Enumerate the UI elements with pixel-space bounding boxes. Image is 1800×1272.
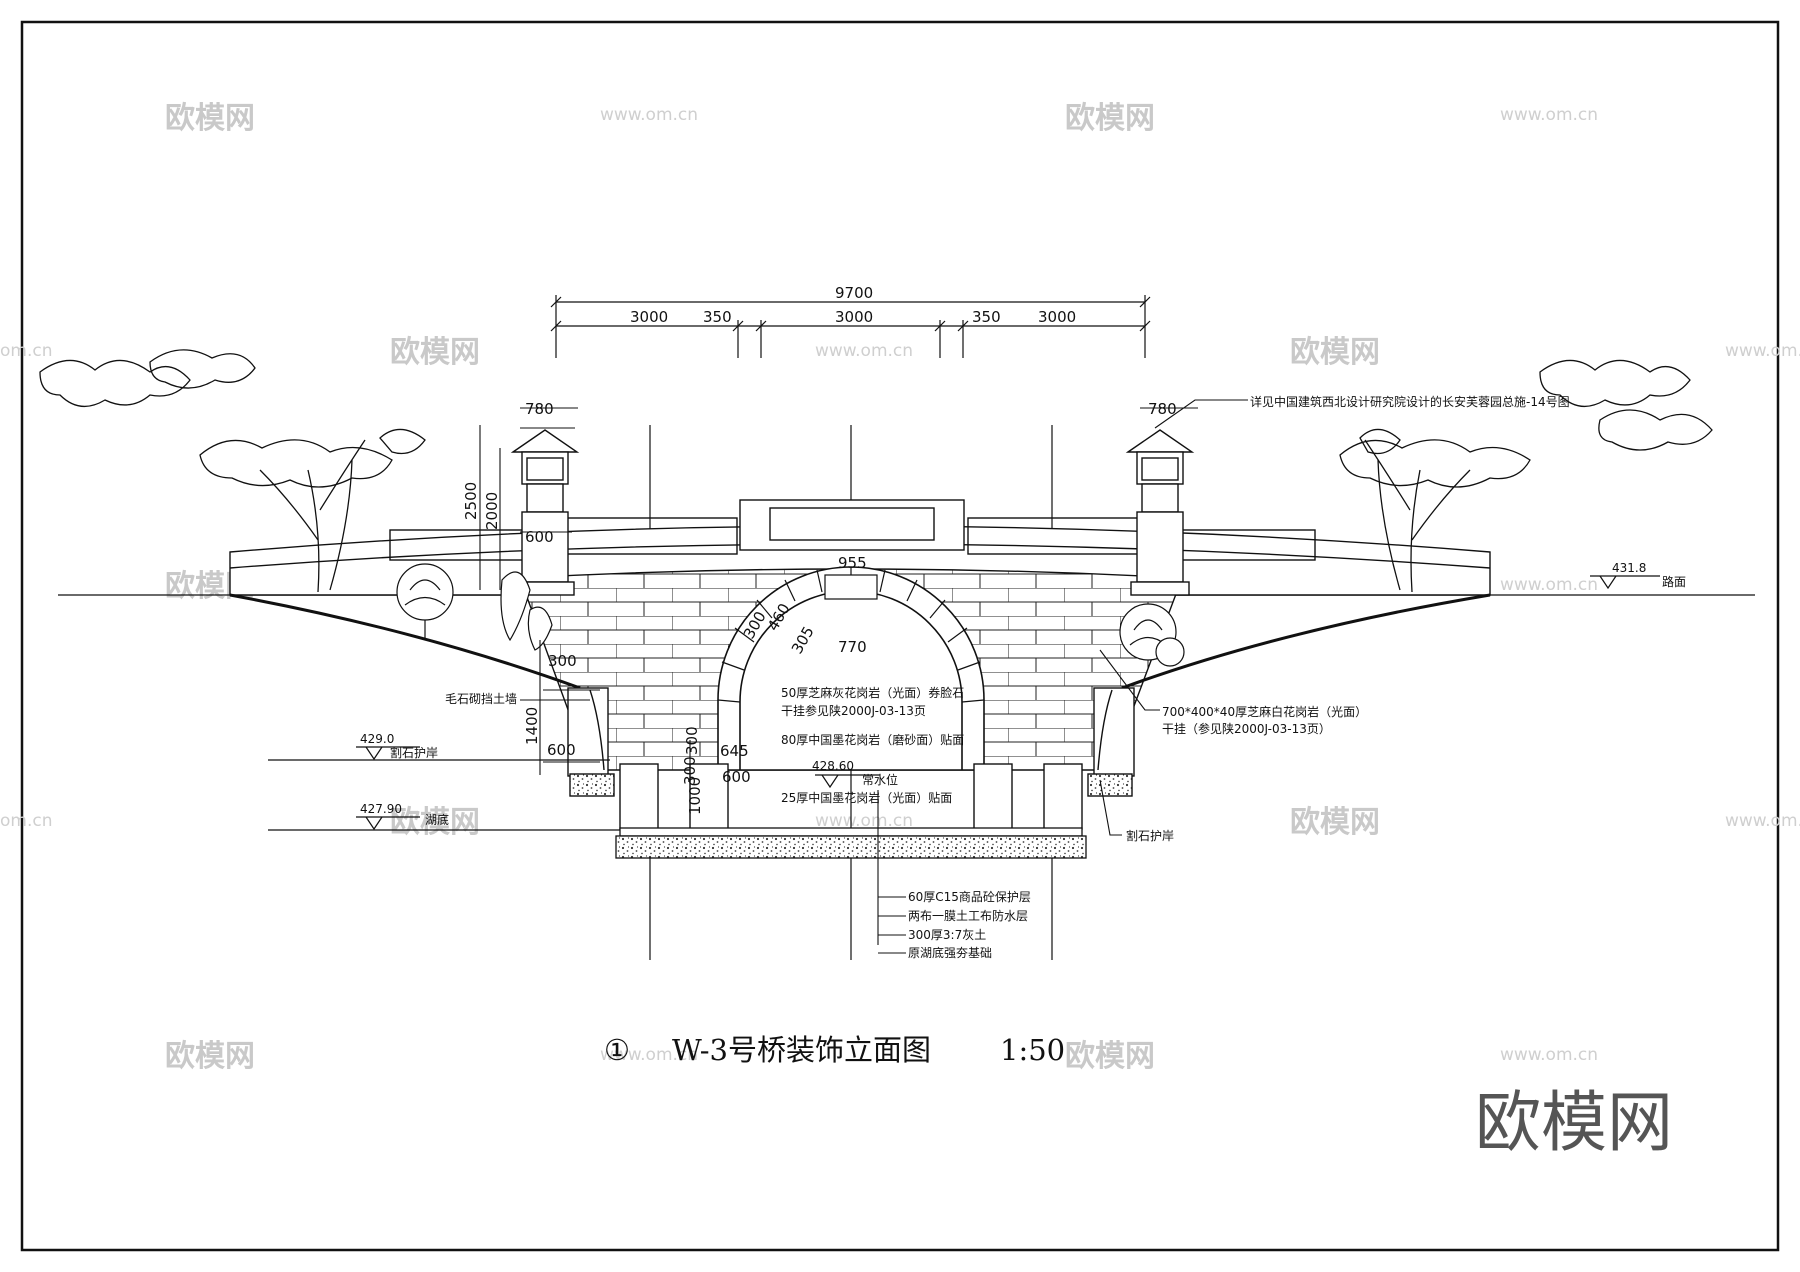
watermark-logo: 欧模网 — [390, 335, 480, 370]
lamp-post-left — [510, 429, 580, 596]
segment-dimension-label: 350 — [972, 308, 1001, 326]
segment-dimension-label: 350 — [703, 308, 732, 326]
bridge-arch — [717, 566, 985, 771]
black-granite-honed-note: 80厚中国墨花岗岩（磨砂面）贴面 — [781, 732, 964, 747]
shrubs — [396, 563, 1185, 667]
watermark-logo: 欧模网 — [1065, 1039, 1155, 1074]
left-dimension-lines — [479, 407, 1198, 820]
pier-offset-dimension: 645 — [720, 742, 749, 760]
ring-dimension: 300 — [681, 756, 699, 785]
post-width-dimension: 780 — [525, 400, 554, 418]
pier-height-dimension: 1000 — [686, 777, 704, 815]
post-height-dimension: 2500 — [462, 482, 480, 520]
tree-left — [39, 349, 426, 593]
stone-bank-note: 割石护岸 — [1126, 828, 1174, 843]
tree-right — [1339, 359, 1713, 593]
watermark-logo: 欧模网 — [1290, 335, 1380, 370]
watermark-url: www.om.cn — [815, 341, 913, 361]
retaining-wall-note: 毛石砌挡土墙 — [445, 692, 517, 706]
abutment-height-dimension: 1400 — [523, 707, 541, 745]
watermark-logo: 欧模网 — [390, 805, 480, 840]
level-markers — [268, 575, 1660, 831]
arch-inner-dimension: 770 — [838, 638, 867, 656]
watermark-logo: 欧模网 — [1065, 101, 1155, 136]
watermark-url: www.om.cn — [1725, 341, 1800, 361]
watermark-logo: 欧模网 — [165, 101, 255, 136]
segment-dimension-label: 3000 — [835, 308, 873, 326]
water-level-value: 428.60 — [812, 759, 854, 773]
layer-note: 原湖底强夯基础 — [908, 945, 992, 960]
brand-logo: 欧模网 — [1475, 1084, 1673, 1161]
water-level-label: 常水位 — [862, 772, 898, 787]
watermark-url: www.om.cn — [1725, 811, 1800, 831]
bank-level-value: 429.0 — [360, 732, 394, 746]
watermark-url: www.om.cn — [1500, 575, 1598, 595]
layer-note: 两布一膜土工布防水层 — [908, 908, 1028, 923]
title-scale: 1:50 — [1000, 1033, 1065, 1067]
layer-note: 300厚3:7灰土 — [908, 928, 986, 942]
arch-face-note: 干挂参见陕2000J-03-13页 — [781, 703, 926, 718]
watermark-url: www.om.cn — [815, 811, 913, 831]
segment-dimension-label: 3000 — [1038, 308, 1076, 326]
watermark-url: www.om.cn — [1500, 105, 1598, 125]
bank-level-label: 割石护岸 — [390, 745, 438, 760]
pier-offset-dimension: 300 — [683, 726, 701, 755]
watermark-url: www.om.cn — [600, 105, 698, 125]
drawing-border — [20, 20, 1780, 1252]
abutments — [567, 687, 1135, 830]
road-level-label: 路面 — [1662, 574, 1686, 589]
foundation — [615, 827, 1087, 859]
bed-level-value: 427.90 — [360, 802, 402, 816]
arch-face-note: 50厚芝麻灰花岗岩（光面）券脸石 — [781, 685, 964, 700]
leader-lines — [520, 399, 1248, 954]
watermark-url: om.cn — [0, 341, 53, 361]
watermark-url: om.cn — [0, 811, 53, 831]
top-dimension-chain — [550, 295, 1151, 358]
watermark-url: www.om.cn — [1500, 1045, 1598, 1065]
segment-dimension-label: 3000 — [630, 308, 668, 326]
black-granite-polished-note: 25厚中国墨花岗岩（光面）贴面 — [781, 790, 952, 805]
reference-note: 详见中国建筑西北设计研究院设计的长安芙蓉园总施-14号图 — [1250, 394, 1570, 409]
embankments — [229, 593, 1491, 690]
bed-level-label: 湖底 — [425, 812, 449, 827]
facade-granite-note: 700*400*40厚芝麻白花岗岩（光面） — [1162, 704, 1367, 719]
lamp-post-right — [1125, 429, 1195, 596]
watermark-logo: 欧模网 — [1290, 805, 1380, 840]
post-width-dimension: 780 — [1148, 400, 1177, 418]
road-level-value: 431.8 — [1612, 561, 1646, 575]
post-base-dimension: 600 — [525, 528, 554, 546]
title-text: W-3号桥装饰立面图 — [672, 1033, 931, 1067]
title-number: ① — [604, 1033, 630, 1067]
drawing-title: ① W-3号桥装饰立面图 1:50 — [604, 1033, 1065, 1067]
overall-dimension-label: 9700 — [835, 284, 873, 302]
post-height-dimension: 2000 — [483, 492, 501, 530]
watermark-url: www.om.cn — [600, 1045, 698, 1065]
abutment-top-dimension: 300 — [548, 652, 577, 670]
facade-granite-note: 干挂（参见陕2000J-03-13页） — [1162, 721, 1331, 736]
abutment-width-dimension: 600 — [547, 741, 576, 759]
pier-base-dimension: 600 — [722, 768, 751, 786]
keystone-dimension: 955 — [838, 554, 867, 572]
watermark-logo: 欧模网 — [165, 1039, 255, 1074]
layer-note: 60厚C15商品砼保护层 — [908, 889, 1031, 904]
